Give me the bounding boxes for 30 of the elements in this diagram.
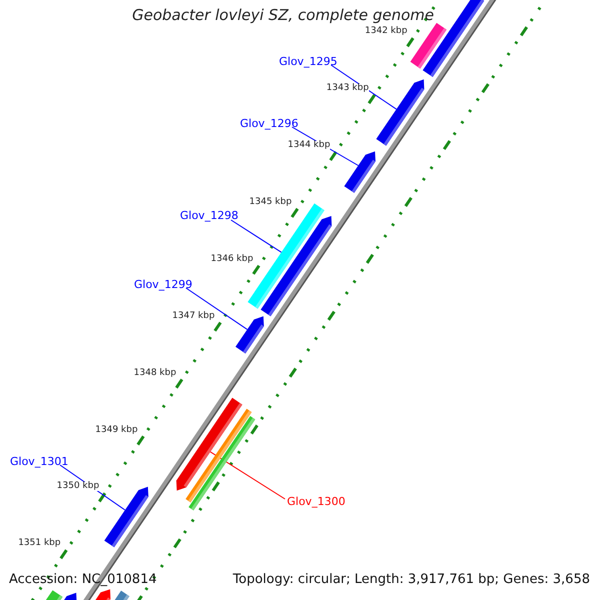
gene-block	[94, 589, 110, 600]
genome-summary: Topology: circular; Length: 3,917,761 bp; Genes: 3,658	[232, 573, 590, 586]
tick-label: 1345 kbp	[249, 198, 292, 207]
gene-block	[260, 216, 332, 316]
gene-label: Glov_1296	[240, 118, 298, 129]
tick-label: 1346 kbp	[210, 254, 254, 264]
gene-block	[344, 151, 376, 193]
gene-label: Glov_1298	[180, 210, 238, 221]
tick-label: 1343 kbp	[326, 84, 369, 94]
leader-line	[230, 220, 282, 253]
gene-label: Glov_1301	[10, 456, 68, 467]
tick-label: 1342 kbp	[364, 27, 408, 36]
tick-label: 1351 kbp	[18, 539, 61, 548]
gene-label: Glov_1299	[134, 279, 192, 290]
tick-label: 1344 kbp	[288, 141, 330, 150]
gene-block	[45, 590, 63, 600]
gene-label: Glov_1295	[279, 56, 338, 67]
tick-label: 1349 kbp	[95, 426, 138, 434]
tick-label: 1347 kbp	[172, 312, 215, 321]
gene-label: Glov_1300	[287, 496, 346, 507]
gene-block	[188, 416, 256, 510]
gene-block	[236, 316, 264, 354]
tick-label: 1348 kbp	[134, 368, 176, 378]
tick-label: 1350 kbp	[56, 482, 100, 492]
title: Geobacter lovleyi SZ, complete genome	[132, 8, 434, 23]
leader-line	[186, 288, 248, 330]
leader-line	[210, 451, 286, 500]
gene-block	[104, 486, 148, 548]
gene-block	[63, 592, 77, 600]
gene-block	[376, 79, 424, 146]
